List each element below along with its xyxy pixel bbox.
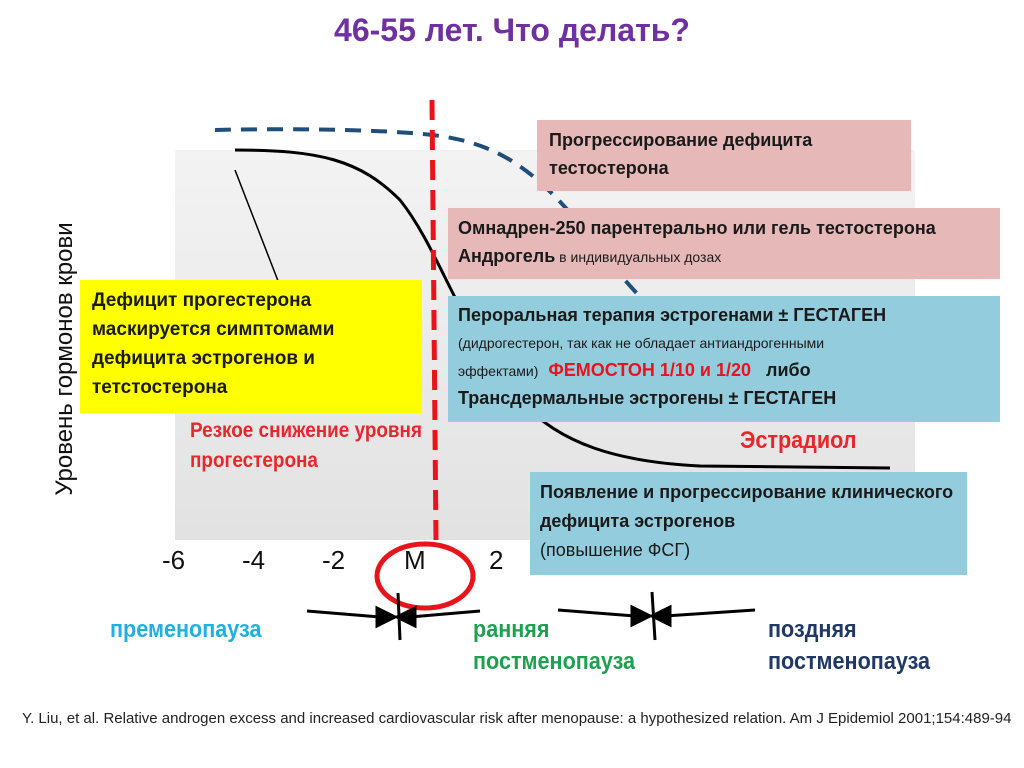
testosterone-deficit-box: Прогрессирование дефицита тестостерона bbox=[537, 120, 911, 191]
estrogen-text: Появление и прогрессирование клиническог… bbox=[540, 482, 954, 531]
x-tick: 2 bbox=[489, 545, 504, 575]
femoston-text: ФЕМОСТОН 1/10 и 1/20 bbox=[548, 360, 752, 380]
pointer-line bbox=[234, 169, 281, 287]
x-tick: М bbox=[404, 545, 426, 575]
oral-line1: Пероральная терапия эстрогенами ± ГЕСТАГ… bbox=[458, 305, 887, 325]
testosterone-curve bbox=[214, 127, 701, 342]
slide-title: 46-55 лет. Что делать? bbox=[334, 12, 690, 48]
progesterone-box: Дефицит прогестерона маскируется симптом… bbox=[80, 280, 422, 413]
omnadren-box: Омнадрен-250 парентерально или гель тест… bbox=[448, 208, 1000, 279]
x-tick: -6 bbox=[162, 545, 186, 575]
menopause-circle bbox=[374, 541, 476, 611]
citation: Y. Liu, et al. Relative androgen excess … bbox=[22, 710, 1012, 727]
phase-premenopause: пременопауза bbox=[110, 616, 262, 643]
oral-line4: Трансдермальные эстрогены ± ГЕСТАГЕН bbox=[458, 388, 837, 408]
estradiol-label: Эстрадиол bbox=[740, 427, 857, 454]
menopause-line bbox=[429, 99, 439, 541]
progesterone-drop-label: Резкое снижение уровня прогестерона bbox=[190, 419, 422, 472]
oral-line2: (дидрогестерон, так как не обладает анти… bbox=[458, 335, 825, 379]
x-tick: -2 bbox=[322, 545, 346, 575]
x-tick: -4 bbox=[242, 545, 266, 575]
oral-therapy-box: Пероральная терапия эстрогенами ± ГЕСТАГ… bbox=[448, 296, 1000, 422]
estrogen-deficit-box: Появление и прогрессирование клиническог… bbox=[530, 472, 967, 575]
phase-early-postmenopause: ранняя постменопауза bbox=[473, 616, 636, 675]
estrogen-sub: (повышение ФСГ) bbox=[540, 540, 691, 560]
omnadren-text: Омнадрен-250 парентерально или гель тест… bbox=[458, 218, 936, 266]
phase-late-postmenopause: поздняя постменопауза bbox=[768, 616, 931, 675]
omnadren-dose: в индивидуальных дозах bbox=[555, 249, 722, 265]
oral-or: либо bbox=[766, 360, 811, 380]
phase-arrows bbox=[306, 591, 756, 641]
